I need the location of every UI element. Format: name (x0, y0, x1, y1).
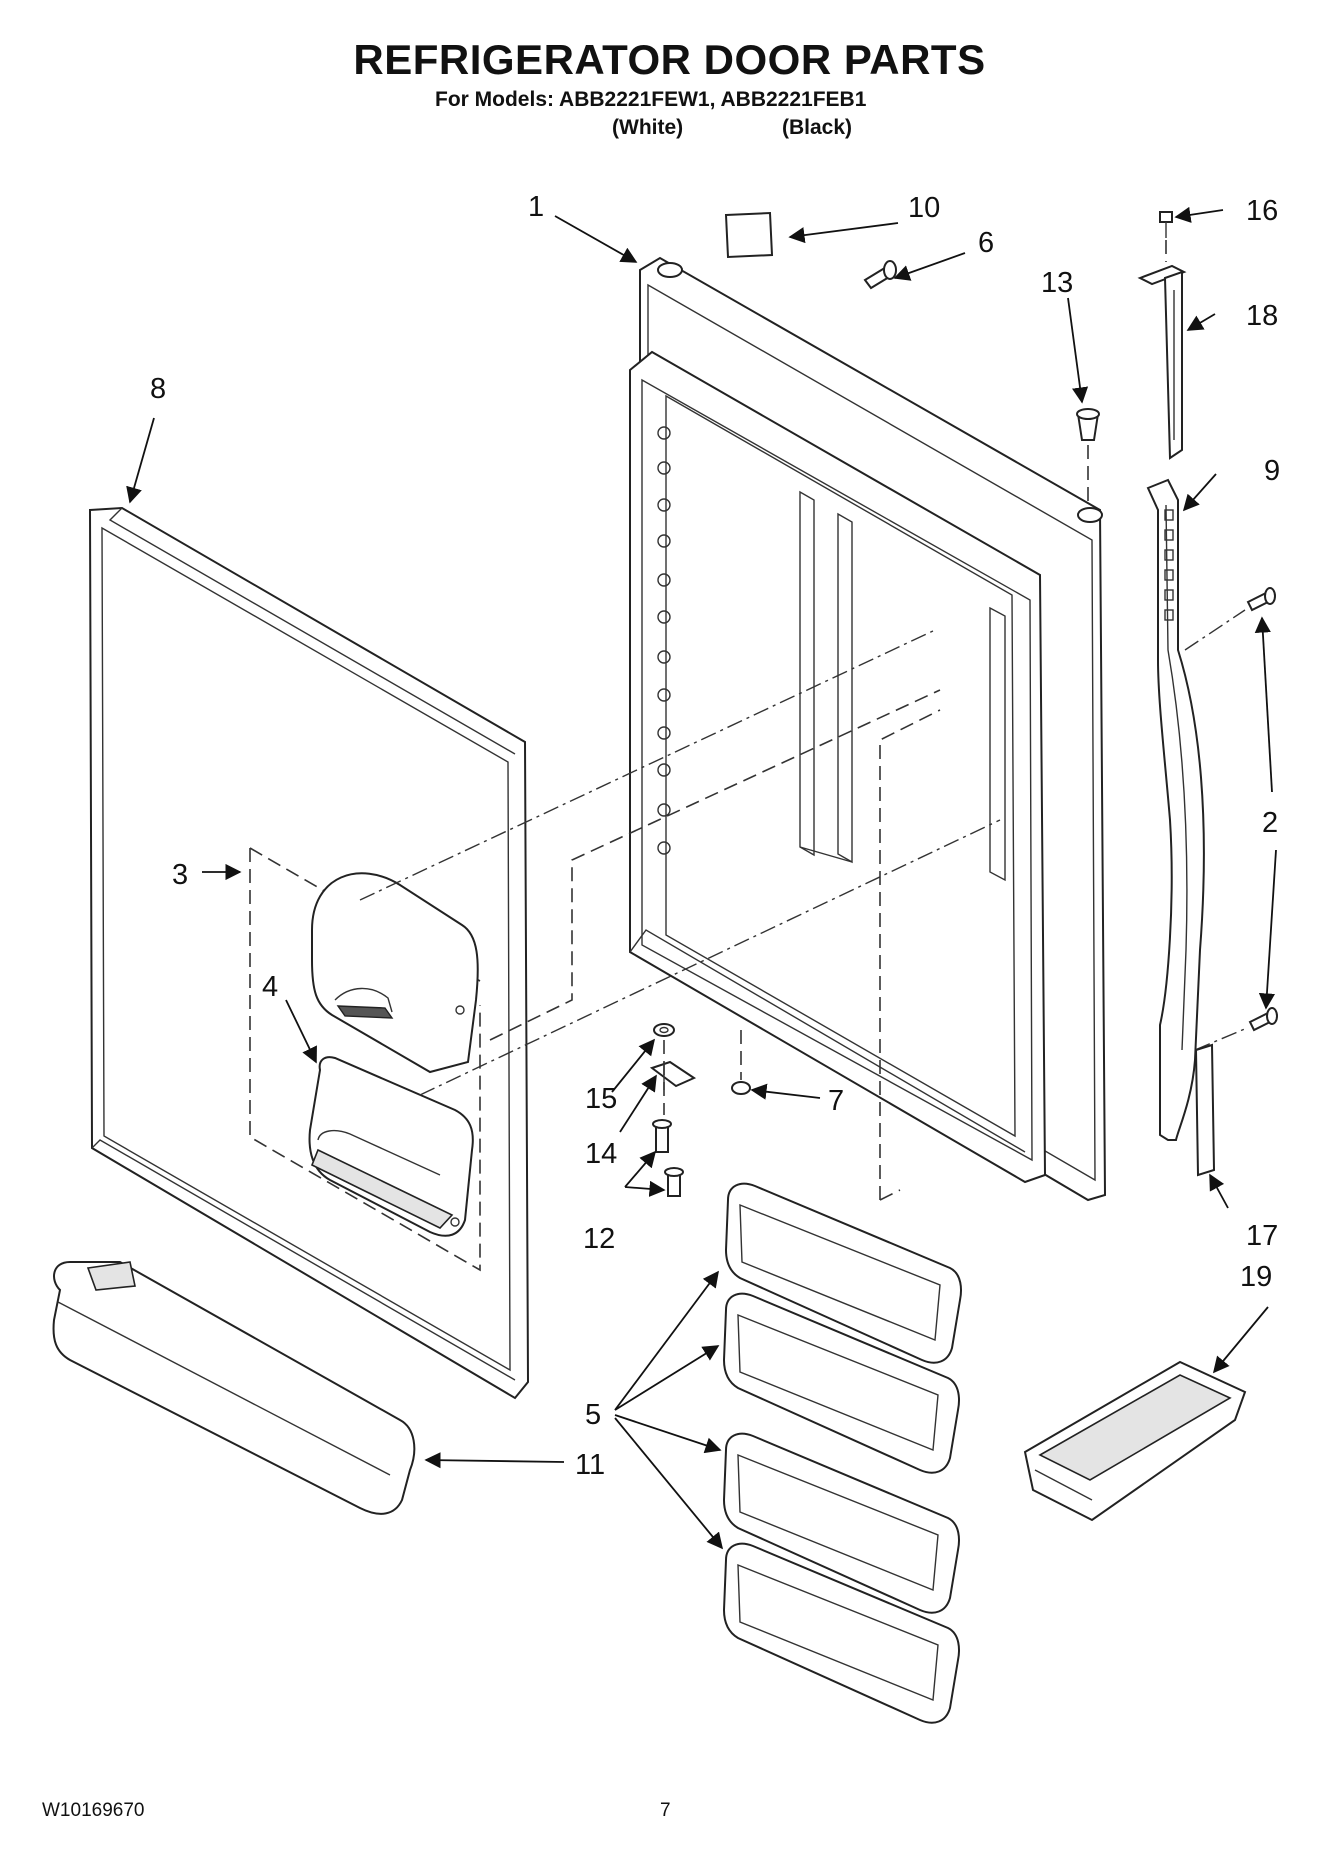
callout-3: 3 (172, 859, 188, 891)
part-6-screw (863, 260, 897, 290)
part-4-dispenser-bin (308, 1056, 474, 1237)
variant-white-label: (White) (612, 116, 684, 139)
part-16-screw (1159, 211, 1173, 238)
door-bin-1 (724, 1182, 962, 1364)
callout-7: 7 (828, 1085, 844, 1117)
part-11-shelf-bar (52, 1261, 416, 1515)
callout-14: 14 (585, 1138, 617, 1170)
page-number: 7 (660, 1800, 671, 1821)
door-bin-4 (722, 1542, 960, 1724)
part-12-screws (652, 1119, 684, 1197)
callout-10: 10 (908, 192, 940, 224)
part-1-door-liner (629, 256, 1107, 1202)
part-19-dairy-bin (1023, 1360, 1247, 1522)
callout-16: 16 (1246, 195, 1278, 227)
part-3-dispenser-cover (249, 847, 481, 1272)
door-bin-2 (722, 1292, 960, 1474)
callout-17: 17 (1246, 1220, 1278, 1252)
callout-1: 1 (528, 191, 544, 223)
part-10-label (724, 211, 774, 259)
callout-5: 5 (585, 1399, 601, 1431)
callout-18: 18 (1246, 300, 1278, 332)
part-7-plug (731, 1081, 751, 1095)
page-title: REFRIGERATOR DOOR PARTS (353, 36, 986, 83)
callout-12: 12 (583, 1223, 615, 1255)
shelf-stud-dimples (657, 426, 671, 855)
callout-9: 9 (1264, 455, 1280, 487)
callout-13: 13 (1041, 267, 1073, 299)
callout-6: 6 (978, 227, 994, 259)
callout-11: 11 (575, 1449, 605, 1481)
part-15-washer (653, 1023, 675, 1037)
callout-2: 2 (1262, 807, 1278, 839)
part-13-plug (1076, 408, 1100, 441)
variant-black-label: (Black) (782, 116, 853, 139)
part-9-door-handle (1146, 478, 1205, 1141)
part-5-door-bins (722, 1182, 962, 1724)
models-subtitle: For Models: ABB2221FEW1, ABB2221FEB1 (435, 88, 867, 111)
callout-19: 19 (1240, 1261, 1272, 1293)
callout-4: 4 (262, 971, 278, 1003)
callout-8: 8 (150, 373, 166, 405)
part-17-handle-insert (1194, 1043, 1216, 1177)
door-bin-3 (722, 1432, 960, 1614)
part-14-hinge-pin-bracket (649, 1060, 697, 1090)
part-18-hinge-bracket (1137, 264, 1187, 460)
document-number: W10169670 (42, 1800, 145, 1821)
callout-15: 15 (585, 1083, 617, 1115)
